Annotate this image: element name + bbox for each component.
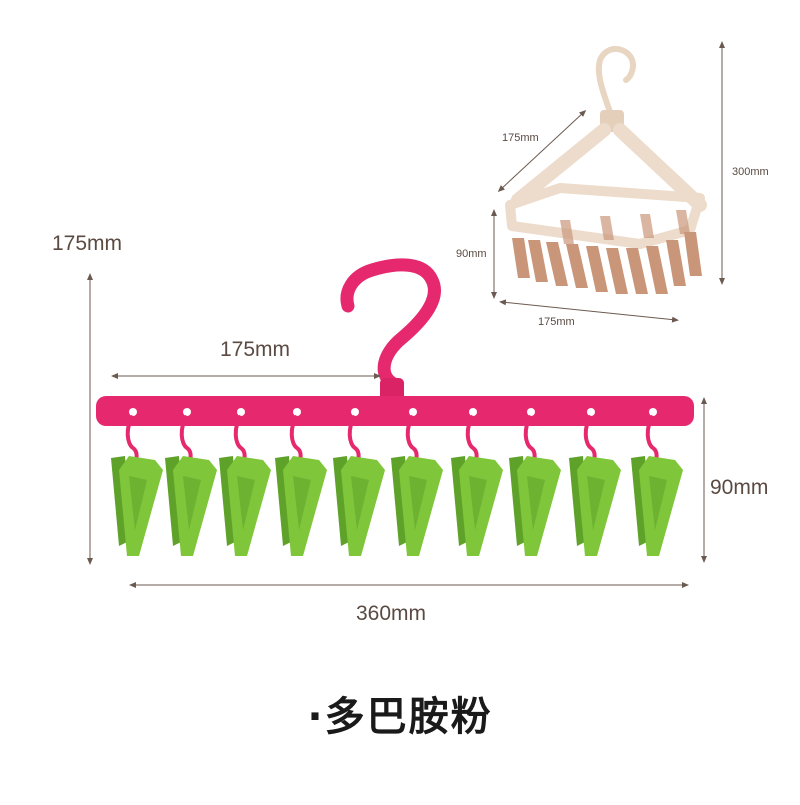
bar-hole	[129, 408, 137, 416]
width-label: 360mm	[356, 602, 427, 625]
clothes-clip	[165, 414, 217, 556]
main-clips	[111, 414, 683, 556]
clothes-clip	[275, 414, 327, 556]
inset-width-label: 175mm	[538, 316, 575, 328]
clothes-clip	[391, 414, 443, 556]
clothes-clip	[569, 414, 621, 556]
bar-hole	[469, 408, 477, 416]
bar-hole	[293, 408, 301, 416]
inset-arm-label: 175mm	[502, 132, 539, 144]
bar-holes	[129, 408, 657, 416]
clothes-clip	[451, 414, 503, 556]
bar-hole	[649, 408, 657, 416]
bar-hole	[351, 408, 359, 416]
bar-hole	[527, 408, 535, 416]
main-hanger	[87, 258, 707, 588]
clip-height-label: 90mm	[710, 476, 769, 499]
bar-hole	[587, 408, 595, 416]
inset-height-label: 300mm	[732, 166, 769, 178]
inset-clips	[512, 210, 702, 294]
bar-hole	[409, 408, 417, 416]
inset-hanger	[491, 41, 725, 323]
inset-clip-label: 90mm	[456, 248, 487, 260]
inset-width-dimension-line	[499, 299, 679, 323]
bar-hole	[183, 408, 191, 416]
product-caption: ·多巴胺粉	[307, 694, 493, 740]
inset-hook	[595, 46, 636, 115]
inset-arm-dimension-line	[497, 109, 587, 193]
bar-hole	[237, 408, 245, 416]
clothes-clip	[219, 414, 271, 556]
main-hook	[340, 258, 441, 391]
hook-width-label: 175mm	[220, 338, 291, 361]
clothes-clip	[631, 414, 683, 556]
clothes-clip	[333, 414, 385, 556]
height-label: 175mm	[52, 232, 123, 255]
main-bar	[96, 396, 694, 426]
clothes-clip	[111, 414, 163, 556]
clothes-clip	[509, 414, 561, 556]
